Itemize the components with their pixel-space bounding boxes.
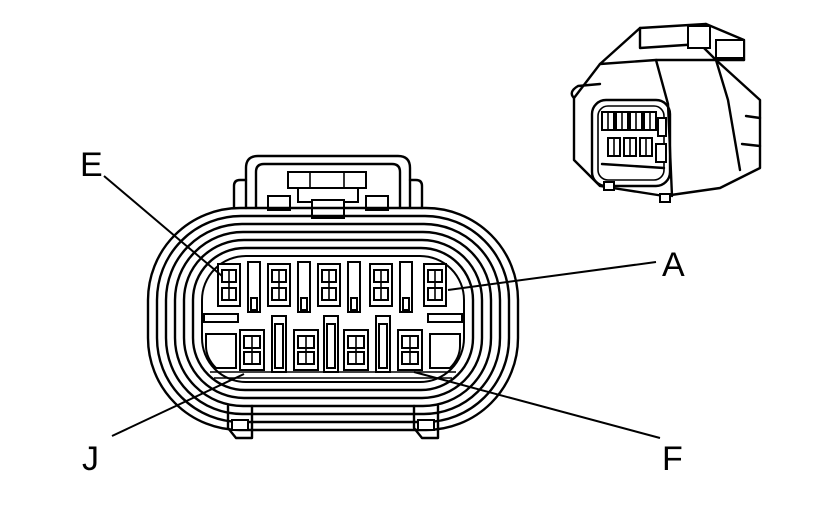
leader-line-f bbox=[413, 371, 661, 439]
leader-lines bbox=[103, 175, 661, 439]
pin-label-f: F bbox=[662, 440, 683, 478]
pin-label-a: A bbox=[662, 246, 685, 284]
leader-line-a bbox=[447, 261, 657, 291]
cavity-row-top bbox=[217, 261, 447, 313]
pin-label-j: J bbox=[82, 440, 99, 478]
connector-isometric-view bbox=[570, 22, 762, 203]
cavity-row-bottom bbox=[239, 315, 423, 373]
leader-line-e bbox=[103, 175, 223, 277]
leader-line-j bbox=[111, 373, 245, 437]
pin-label-e: E bbox=[80, 146, 103, 184]
